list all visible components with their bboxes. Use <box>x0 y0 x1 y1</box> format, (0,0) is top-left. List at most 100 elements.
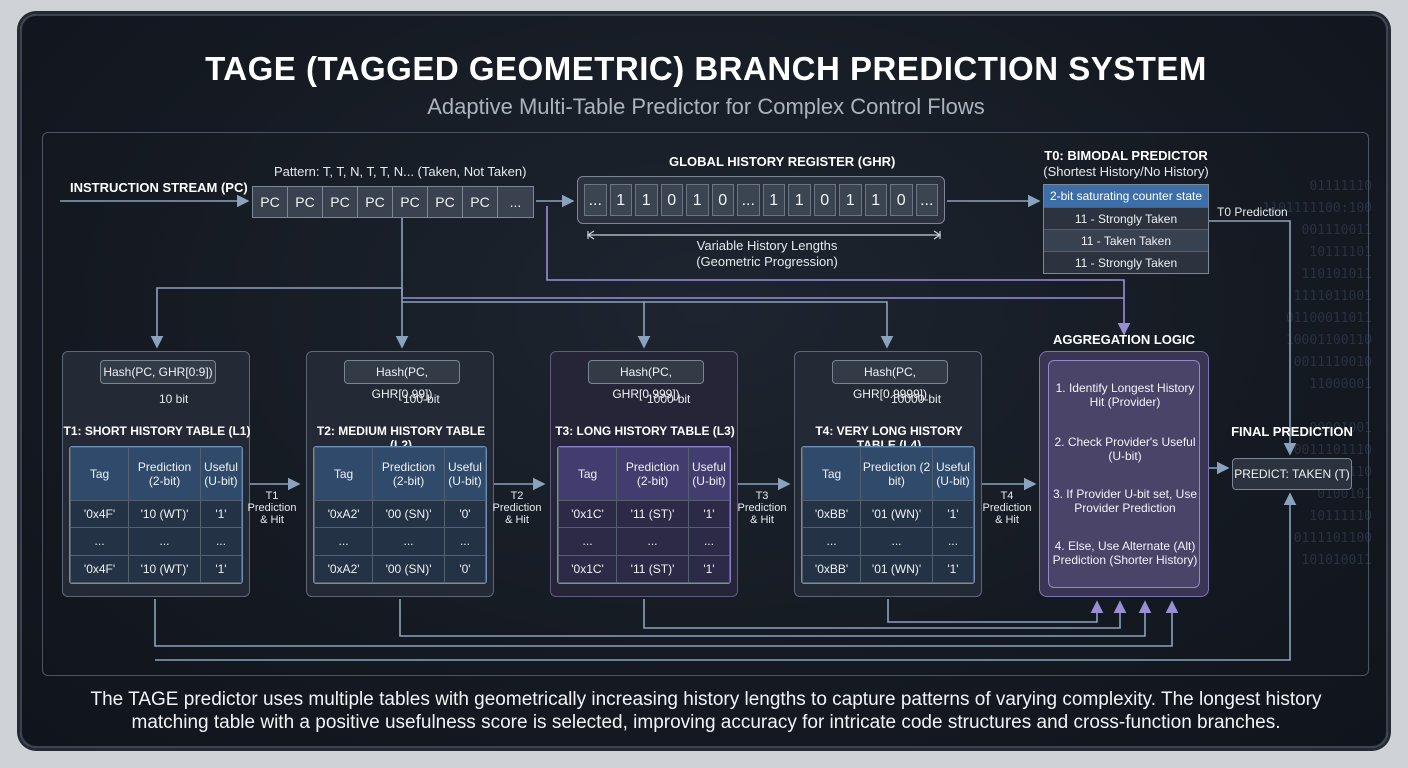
ghr-bit: 1 <box>839 184 862 216</box>
pc-cell: PC <box>253 187 288 217</box>
t0-row: 11 - Strongly Taken <box>1044 251 1208 273</box>
global-history-register: ... 1 1 0 1 0 ... 1 1 0 1 1 0 ... <box>577 176 945 224</box>
table-grid: Tag Prediction (2 bit) Useful (U-bit) '0… <box>801 446 975 584</box>
aggregation-step-3: 3. If Provider U-bit set, Use Provider P… <box>1052 487 1198 515</box>
tag-cell: '0xA2' <box>314 554 374 583</box>
output-label-line: & Hit <box>995 514 1019 526</box>
prediction-cell: '01 (WN)' <box>860 554 933 583</box>
tag-cell: '0x4F' <box>70 499 130 529</box>
tag-cell: ... <box>558 527 618 556</box>
table-header-row: Tag Prediction (2-bit) Useful (U-bit) <box>70 447 242 501</box>
t0-bimodal-table: 2-bit saturating counter state 11 - Stro… <box>1043 184 1209 274</box>
history-bits-label: 1000-bit <box>647 392 691 406</box>
useful-cell: ... <box>443 527 486 556</box>
output-label-line: T2 <box>510 490 524 502</box>
aggregation-steps: 1. Identify Longest History Hit (Provide… <box>1048 360 1200 588</box>
prediction-cell: ... <box>372 527 445 556</box>
output-label-line: & Hit <box>750 514 774 526</box>
tag-cell: '0x1C' <box>558 499 618 529</box>
pattern-label: Pattern: T, T, N, T, T, N... (Taken, Not… <box>274 164 527 179</box>
table-row: ......... <box>70 527 242 556</box>
t2-medium-history-table: Hash(PC, GHR[0.99]) 100-bit T2: MEDIUM H… <box>306 351 494 597</box>
output-label-line: & Hit <box>260 514 284 526</box>
column-header-useful: Useful (U-bit) <box>931 447 974 501</box>
table-row: '0x1C''11 (ST)''1' <box>558 499 730 529</box>
useful-cell: '1' <box>931 554 974 583</box>
pc-cell: PC <box>288 187 323 217</box>
t0-row: 11 - Strongly Taken <box>1044 207 1208 229</box>
tag-cell: ... <box>802 527 862 556</box>
column-header-prediction: Prediction (2 bit) <box>860 447 933 501</box>
useful-cell: '1' <box>199 554 242 583</box>
t3-long-history-table: Hash(PC, GHR[0.999]) 1000-bit T3: LONG H… <box>550 351 738 597</box>
table-row: ......... <box>314 527 486 556</box>
prediction-cell: '11 (ST)' <box>616 499 689 529</box>
ghr-bit: 1 <box>788 184 811 216</box>
table-row: '0xA2''00 (SN)''0' <box>314 554 486 583</box>
t0-header-row: 2-bit saturating counter state <box>1044 185 1208 207</box>
ghr-bit: ... <box>737 184 760 216</box>
page-subtitle: Adaptive Multi-Table Predictor for Compl… <box>427 94 985 119</box>
output-label-line: Prediction <box>737 502 787 514</box>
table-row: ......... <box>802 527 974 556</box>
column-header-useful: Useful (U-bit) <box>443 447 486 501</box>
history-bits-label: 100-bit <box>403 392 440 406</box>
history-lengths-line1: Variable History Lengths <box>696 238 838 253</box>
prediction-cell: ... <box>860 527 933 556</box>
aggregation-step-4: 4. Else, Use Alternate (Alt) Prediction … <box>1052 539 1198 567</box>
tag-cell: '0xA2' <box>314 499 374 529</box>
table-row: '0xA2''00 (SN)''0' <box>314 499 486 529</box>
pc-cell: PC <box>428 187 463 217</box>
prediction-cell: '00 (SN)' <box>372 499 445 529</box>
background-binary-decoration: 01111110 1101111100:100 001110011 101111… <box>1262 179 1372 568</box>
table-row: '0x4F''10 (WT)''1' <box>70 499 242 529</box>
aggregation-step-1: 1. Identify Longest History Hit (Provide… <box>1055 381 1195 409</box>
output-label-line: Prediction <box>492 502 542 514</box>
connector-wires <box>60 194 1297 661</box>
t0-title: T0: BIMODAL PREDICTOR <box>1044 148 1208 163</box>
useful-cell: ... <box>687 527 730 556</box>
pc-stream-row: PC PC PC PC PC PC PC ... <box>252 186 534 218</box>
prediction-cell: '11 (ST)' <box>616 554 689 583</box>
useful-cell: '1' <box>199 499 242 529</box>
output-label-line: Prediction <box>247 502 297 514</box>
useful-cell: '1' <box>931 499 974 529</box>
description-caption: The TAGE predictor uses multiple tables … <box>52 688 1360 734</box>
ghr-bit: 1 <box>635 184 658 216</box>
column-header-prediction: Prediction (2-bit) <box>372 447 445 501</box>
output-label-line: Prediction <box>982 502 1032 514</box>
prediction-cell: '10 (WT)' <box>128 499 201 529</box>
t1-short-history-table: Hash(PC, GHR[0:9]) 10 bit T1: SHORT HIST… <box>62 351 250 597</box>
ghr-bit: 1 <box>609 184 632 216</box>
pc-cell: PC <box>358 187 393 217</box>
caption-line-1: The TAGE predictor uses multiple tables … <box>90 689 1322 710</box>
ghr-bit: 0 <box>660 184 683 216</box>
history-bits-label: 10 bit <box>159 392 189 406</box>
final-prediction-box: PREDICT: TAKEN (T) <box>1232 458 1352 490</box>
history-lengths-line2: (Geometric Progression) <box>696 254 838 269</box>
caption-line-2: matching table with a positive usefulnes… <box>131 712 1281 733</box>
column-header-useful: Useful (U-bit) <box>199 447 242 501</box>
ghr-bit: 0 <box>890 184 913 216</box>
column-header-prediction: Prediction (2-bit) <box>616 447 689 501</box>
column-header-prediction: Prediction (2-bit) <box>128 447 201 501</box>
table-row: '0x4F''10 (WT)''1' <box>70 554 242 583</box>
t1-output-label: T1 Prediction & Hit <box>246 490 298 526</box>
t0-prediction-label: T0 Prediction <box>1217 205 1288 219</box>
column-header-tag: Tag <box>802 447 862 501</box>
history-lengths-label: Variable History Lengths (Geometric Prog… <box>662 238 872 270</box>
pc-cell: PC <box>393 187 428 217</box>
tag-cell: '0x4F' <box>70 554 130 583</box>
output-label-line: T4 <box>1000 490 1014 502</box>
t0-row: 11 - Taken Taken <box>1044 229 1208 251</box>
ghr-bit: 1 <box>864 184 887 216</box>
diagram-panel <box>42 132 1369 676</box>
table-header-row: Tag Prediction (2-bit) Useful (U-bit) <box>314 447 486 501</box>
table-grid: Tag Prediction (2-bit) Useful (U-bit) '0… <box>313 446 487 584</box>
ghr-bit: ... <box>915 184 938 216</box>
instruction-stream-label: INSTRUCTION STREAM (PC) <box>70 180 248 195</box>
pc-cell: PC <box>463 187 498 217</box>
useful-cell: '0' <box>443 554 486 583</box>
ghr-bit: 0 <box>711 184 734 216</box>
t0-subtitle: (Shortest History/No History) <box>1043 164 1209 179</box>
